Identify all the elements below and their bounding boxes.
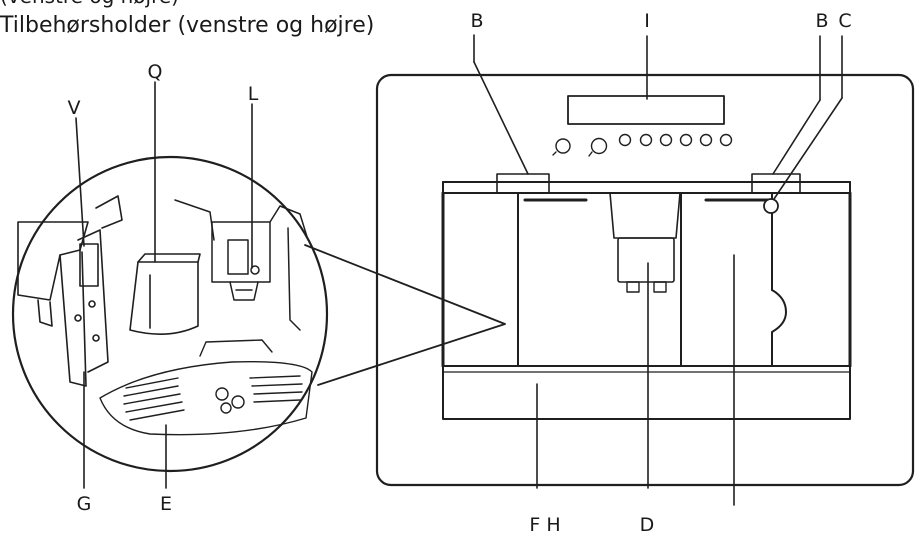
- holder-block-right: [751, 173, 801, 194]
- label-c: C: [838, 10, 852, 32]
- display-panel: [567, 95, 725, 125]
- label-q: Q: [147, 61, 163, 83]
- coffee-unit: [174, 199, 309, 331]
- holder-block-left: [496, 173, 550, 194]
- drip-tray-front: [442, 365, 851, 420]
- button-2: [639, 133, 653, 147]
- accessory-holder-plate: [17, 195, 123, 387]
- magnifier-lens: [11, 155, 329, 473]
- label-d: D: [639, 514, 655, 536]
- pointer-dot-c: [763, 198, 779, 214]
- label-b-right: B: [815, 10, 829, 32]
- milk-container: [129, 253, 201, 335]
- knob-right: [590, 137, 608, 155]
- button-1: [618, 133, 632, 147]
- button-4: [679, 133, 693, 147]
- magnifier-leader-lines: [75, 81, 253, 489]
- label-v: V: [67, 97, 81, 119]
- label-l: L: [247, 83, 259, 105]
- knob-left: [555, 138, 571, 154]
- label-b-left: B: [470, 10, 484, 32]
- label-e: E: [159, 493, 173, 515]
- magnifier-pointer: [304, 244, 506, 386]
- coffee-outlet: [609, 192, 681, 239]
- diagram-heading: Tilbehørsholder (venstre og højre): [0, 13, 375, 38]
- label-i: I: [644, 10, 650, 32]
- leader-lines: [473, 34, 843, 506]
- label-g: G: [76, 493, 92, 515]
- button-5: [699, 133, 713, 147]
- label-f-h: F H: [529, 514, 561, 536]
- outer-frame: [375, 73, 915, 487]
- button-6: [719, 133, 733, 147]
- cropped-top-text: (venstre og højre): [0, 0, 179, 8]
- control-panel: [552, 133, 733, 157]
- button-3: [659, 133, 673, 147]
- drip-tray-grating: [99, 339, 313, 436]
